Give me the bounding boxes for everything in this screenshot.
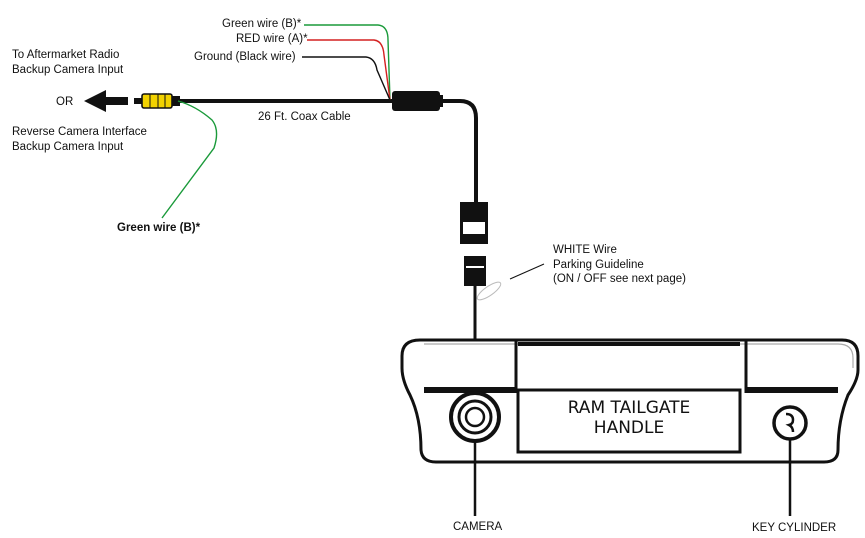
coax-cable-label: 26 Ft. Coax Cable: [258, 111, 351, 123]
keyhole-icon: [772, 405, 808, 441]
upper-connector: [460, 202, 488, 244]
interface-input-label: Reverse Camera Interface Backup Camera I…: [12, 126, 147, 153]
green-wire-bottom-label: Green wire (B)*: [117, 222, 201, 234]
red-wire: [307, 39, 391, 101]
handle-title: RAM TAILGATE HANDLE: [567, 398, 691, 438]
red-wire-label: RED wire (A)*: [236, 33, 308, 45]
junction-box: [392, 91, 440, 111]
or-label: OR: [56, 96, 74, 108]
white-wire-pointer: [509, 263, 545, 280]
handle-label-panel: [516, 388, 742, 454]
left-arrow-icon: [84, 90, 128, 112]
white-wire-label: WHITE Wire Parking Guideline (ON / OFF s…: [553, 244, 686, 285]
green-wire-pointer: [161, 100, 218, 219]
coax-cable-down: [442, 99, 478, 204]
radio-input-label: To Aftermarket Radio Backup Camera Input: [12, 49, 124, 76]
white-wire-loop: [476, 281, 502, 301]
rca-plug: [134, 93, 180, 109]
lower-connector: [464, 256, 486, 286]
ground-wire-label: Ground (Black wire): [194, 51, 296, 63]
key-cylinder-label: KEY CYLINDER: [752, 522, 837, 534]
green-wire-top-label: Green wire (B)*: [222, 18, 302, 30]
green-wire-top: [304, 24, 391, 101]
camera-lens-icon: [449, 391, 501, 443]
ground-wire: [302, 56, 391, 101]
camera-label: CAMERA: [453, 521, 503, 533]
